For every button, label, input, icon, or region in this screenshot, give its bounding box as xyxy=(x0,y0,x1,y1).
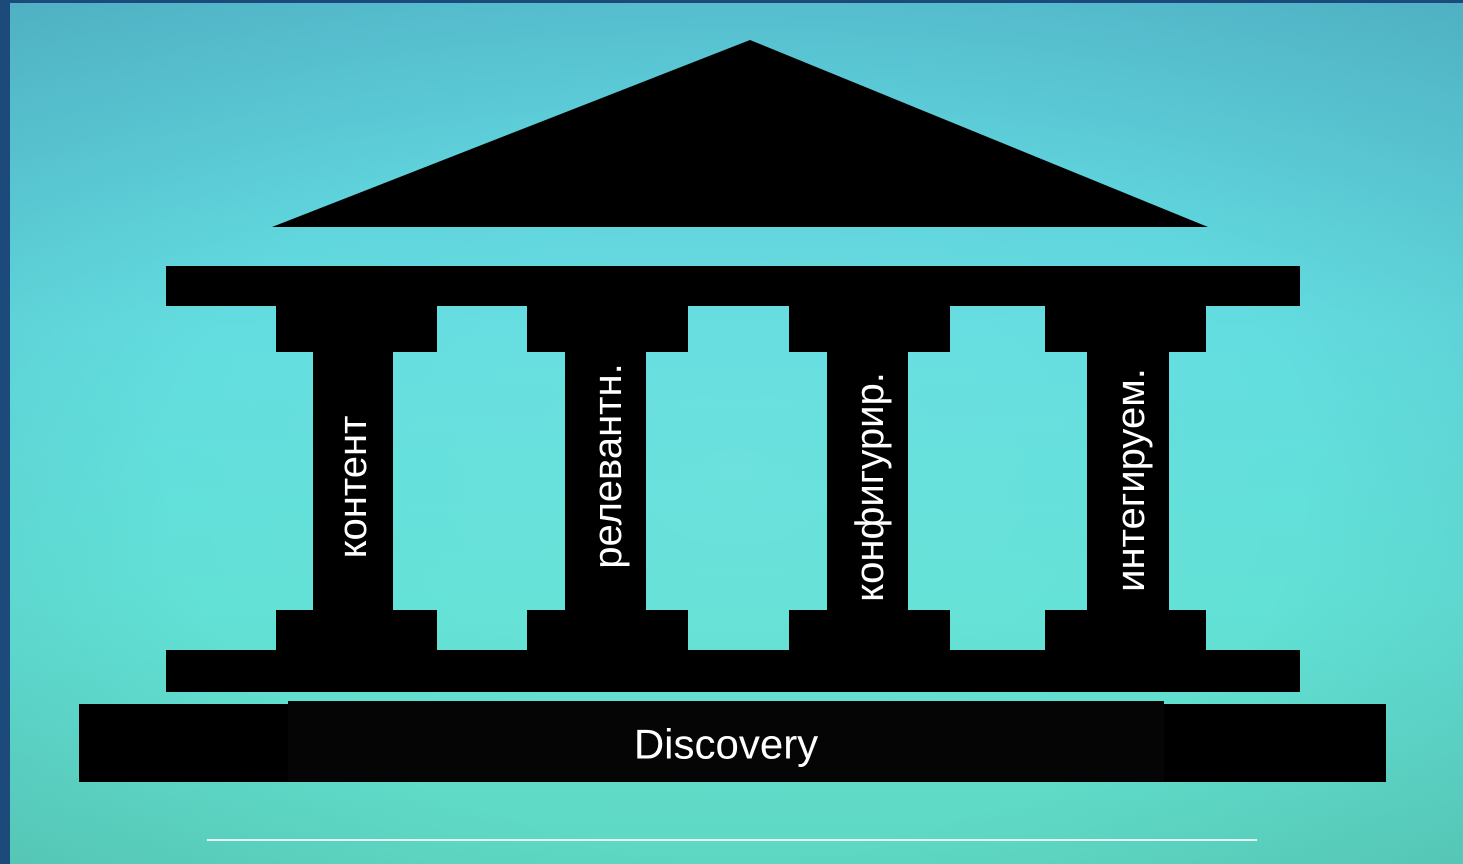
pillar-4-capital xyxy=(1045,306,1206,352)
pillar-3-label: конфигурир. xyxy=(848,372,892,602)
pillar-2-capital xyxy=(527,306,688,352)
pillar-4-label: интегируем. xyxy=(1109,368,1153,592)
pillar-2: релевантн. xyxy=(527,306,688,654)
pillar-1: контент xyxy=(276,306,437,654)
pillar-1-capital xyxy=(276,306,437,352)
pillar-1-shaft xyxy=(313,352,393,610)
temple-entablature xyxy=(166,266,1300,306)
slide: контент релевантн. конфигурир. интегируе… xyxy=(10,3,1463,864)
pillar-4-base xyxy=(1045,610,1206,654)
pillar-3-shaft xyxy=(827,352,908,610)
foundation-label: Discovery xyxy=(634,721,818,768)
footer-divider xyxy=(207,839,1257,841)
pillar-3-base xyxy=(789,610,950,654)
temple-roof xyxy=(272,40,1208,227)
pillar-2-shaft xyxy=(565,352,646,610)
temple-diagram: контент релевантн. конфигурир. интегируе… xyxy=(79,40,1386,782)
pillar-4-shaft xyxy=(1087,352,1169,610)
pillar-2-base xyxy=(527,610,688,654)
pillar-4: интегируем. xyxy=(1045,306,1206,654)
foundation-label-panel xyxy=(288,701,1164,781)
pillar-3-capital xyxy=(789,306,950,352)
pillar-1-label: контент xyxy=(331,416,375,559)
pillar-3: конфигурир. xyxy=(789,306,950,654)
pillar-2-label: релевантн. xyxy=(586,363,630,568)
temple-stylobate xyxy=(166,650,1300,692)
pillar-1-base xyxy=(276,610,437,654)
